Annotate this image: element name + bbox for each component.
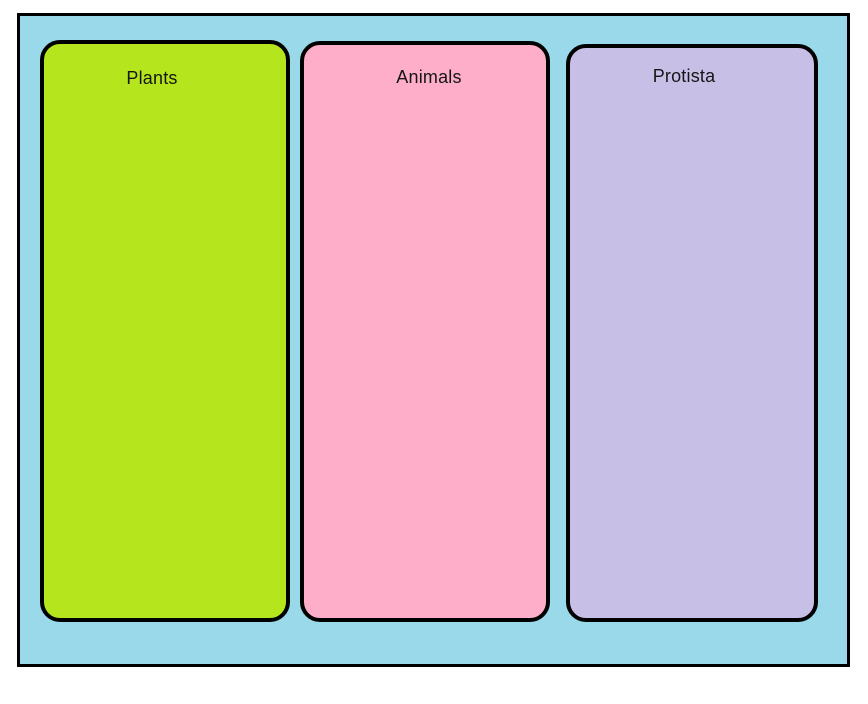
column-protista[interactable]: Protista xyxy=(566,44,818,622)
column-animals[interactable]: Animals xyxy=(300,41,550,622)
column-plants-label: Plants xyxy=(126,68,178,88)
column-animals-label: Animals xyxy=(396,67,462,87)
column-plants[interactable]: Plants xyxy=(40,40,290,622)
sorting-board: Plants Animals Protista xyxy=(17,13,850,667)
column-protista-label: Protista xyxy=(652,66,716,86)
